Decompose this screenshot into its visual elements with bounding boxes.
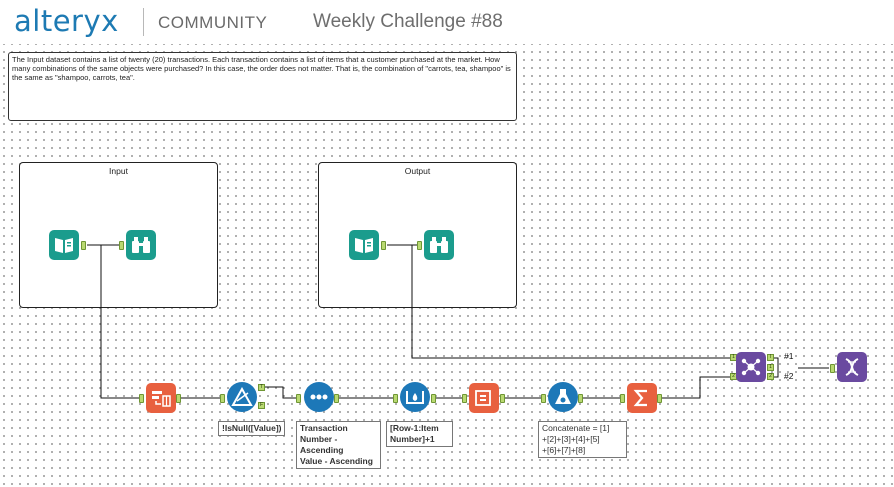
filter-annotation-text: !IsNull([Value]) [222,423,282,433]
formula-annotation: Concatenate = [1] +[2]+[3]+[4]+[5] +[6]+… [538,421,627,458]
input-container-title: Input [109,166,128,176]
output-label-1: #1 [784,351,794,361]
summarize-output-anchor[interactable] [657,394,662,403]
header-bar: alteryx COMMUNITY Weekly Challenge #88 [0,0,894,44]
output-label-2: #2 [784,371,794,381]
multi-row-annotation-line2: Number]+1 [390,434,435,444]
text-to-columns-tool[interactable] [146,383,176,413]
flask-icon [555,389,571,404]
cross-tab-tool[interactable] [469,383,499,413]
output-browse-tool[interactable] [424,230,454,260]
summarize-input-anchor[interactable] [620,394,625,403]
multi-row-annotation-line1: [Row-1:Item [390,423,439,433]
sigma-icon [633,389,647,407]
book-icon [355,238,373,253]
test-tool[interactable] [837,352,867,382]
text-to-columns-output-anchor[interactable] [176,394,181,403]
flask-multirow-icon [406,391,424,404]
challenge-title: Weekly Challenge #88 [313,11,503,32]
cross-tab-icon [475,390,491,406]
sort-output-anchor[interactable] [334,394,339,403]
summarize-tool[interactable] [627,383,657,413]
dna-icon [845,358,859,376]
join-multiple-output-anchor-l[interactable]: 1 [767,364,774,371]
binoculars-icon [430,237,448,253]
sort-annotation-line1: Transaction [300,423,348,433]
sort-dots-icon [310,394,328,400]
output-input-data-tool[interactable] [349,230,379,260]
connector-summarize-join2 [662,376,730,399]
test-input-anchor[interactable] [830,364,835,373]
multi-row-annotation: [Row-1:Item Number]+1 [386,421,453,447]
cross-tab-input-anchor[interactable] [462,394,467,403]
filter-input-anchor[interactable] [220,394,225,403]
formula-output-anchor[interactable] [578,394,583,403]
sort-input-anchor[interactable] [296,394,301,403]
filter-triangle-icon [231,387,253,406]
output-browse-input-anchor[interactable] [417,241,422,250]
filter-true-anchor[interactable]: T [258,384,265,391]
community-label: COMMUNITY [158,13,268,32]
description-comment[interactable]: The Input dataset contains a list of twe… [8,52,517,121]
multi-row-output-anchor[interactable] [431,394,436,403]
formula-annotation-line1: Concatenate = [1] [542,423,610,433]
text-to-columns-icon [152,391,171,407]
sort-annotation-line4: Value - Ascending [300,456,373,466]
output-input-data-anchor[interactable] [381,241,386,250]
filter-false-anchor[interactable]: F [258,402,265,409]
formula-input-anchor[interactable] [541,394,546,403]
join-network-icon [741,358,761,376]
multi-row-input-anchor[interactable] [393,394,398,403]
input-data-output-anchor[interactable] [81,241,86,250]
connector-output-join1 [411,245,730,359]
formula-tool[interactable] [548,382,578,412]
browse-tool[interactable] [126,230,156,260]
browse-input-anchor[interactable] [119,241,124,250]
join-multiple-output-anchor-j[interactable]: I [767,354,774,361]
join-multiple-output-anchor-r[interactable]: 2 [767,373,774,380]
connector-input-texttocolumns [100,245,140,399]
sort-annotation-line3: Ascending [300,445,344,455]
sort-annotation-line2: Number - [300,434,338,444]
book-icon [55,238,73,253]
filter-annotation: !IsNull([Value]) [218,421,285,436]
sort-annotation: Transaction Number - Ascending Value - A… [296,421,381,469]
alteryx-logo: alteryx [14,4,119,38]
join-multiple-tool[interactable] [736,352,766,382]
output-container-title: Output [404,166,431,176]
text-to-columns-input-anchor[interactable] [139,394,144,403]
multi-row-formula-tool[interactable] [400,382,430,412]
filter-tool[interactable] [227,382,257,412]
connector-filter-sort [262,386,296,399]
formula-annotation-line2: +[2]+[3]+[4]+[5] [542,434,600,444]
formula-annotation-line3: +[6]+[7]+[8] [542,445,586,455]
binoculars-icon [132,237,150,253]
sort-tool[interactable] [304,382,334,412]
cross-tab-output-anchor[interactable] [500,394,505,403]
header-divider [143,8,144,36]
input-data-tool[interactable] [49,230,79,260]
